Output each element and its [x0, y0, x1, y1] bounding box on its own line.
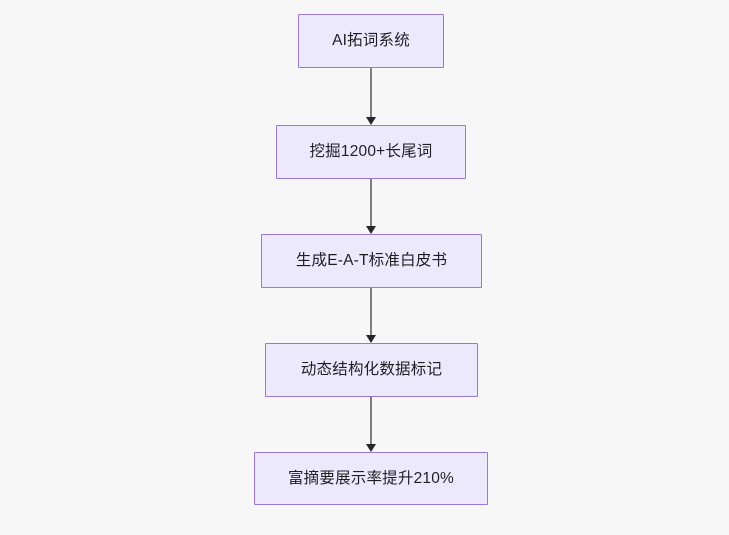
flow-node-n3[interactable]: 生成E-A-T标准白皮书	[261, 234, 482, 288]
flow-node-label: 生成E-A-T标准白皮书	[295, 252, 448, 270]
flow-node-label: 挖掘1200+长尾词	[309, 143, 433, 161]
connector-line	[370, 288, 372, 336]
arrowhead-icon	[366, 335, 376, 343]
connector-line	[370, 397, 372, 445]
arrowhead-icon	[366, 117, 376, 125]
flow-node-n5[interactable]: 富摘要展示率提升210%	[254, 452, 488, 505]
arrowhead-icon	[366, 444, 376, 452]
arrowhead-icon	[366, 226, 376, 234]
connector-line	[370, 68, 372, 118]
flow-connector-n2-to-n3	[356, 179, 386, 234]
flow-node-label: AI拓词系统	[332, 32, 410, 50]
flow-connector-n3-to-n4	[356, 288, 386, 343]
flow-connector-n1-to-n2	[356, 68, 386, 125]
flow-node-n4[interactable]: 动态结构化数据标记	[265, 343, 478, 397]
flow-node-n2[interactable]: 挖掘1200+长尾词	[276, 125, 466, 179]
flow-node-label: 富摘要展示率提升210%	[287, 469, 455, 487]
connector-line	[370, 179, 372, 227]
flow-node-label: 动态结构化数据标记	[300, 361, 443, 379]
flow-connector-n4-to-n5	[356, 397, 386, 452]
flow-node-n1[interactable]: AI拓词系统	[298, 14, 444, 68]
